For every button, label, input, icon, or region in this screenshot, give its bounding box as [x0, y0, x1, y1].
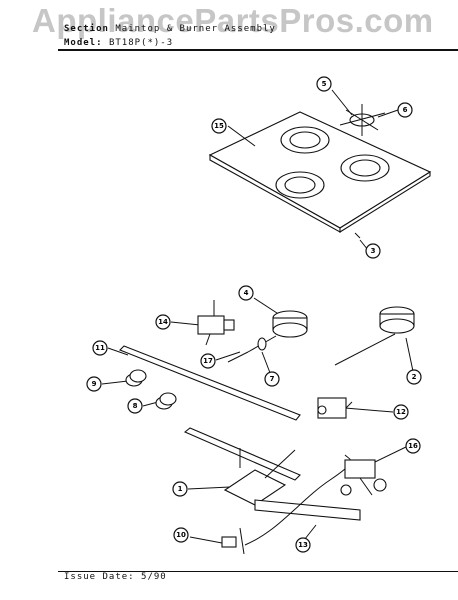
regulator-16: [340, 459, 387, 496]
header-rule: [58, 49, 458, 51]
clamp-10: [221, 527, 245, 555]
callout-15: 15: [211, 118, 227, 134]
model-line: Model: BT18P(*)-3: [64, 36, 276, 50]
svg-text:2: 2: [412, 373, 417, 381]
svg-text:1: 1: [178, 485, 183, 493]
svg-text:6: 6: [403, 106, 408, 114]
callout-14: 14: [155, 314, 171, 330]
page-header: Section Maintop & Burner Assembly Model:…: [64, 22, 276, 50]
maintop: [208, 111, 432, 233]
callout-10: 10: [173, 527, 189, 543]
callout-8: 8: [127, 398, 143, 414]
svg-text:10: 10: [176, 531, 186, 539]
callout-2: 2: [406, 369, 422, 385]
screw: [354, 232, 361, 239]
section-line: Section Maintop & Burner Assembly: [64, 22, 276, 36]
model-label: Model:: [64, 38, 103, 48]
callout-12: 12: [393, 404, 409, 420]
section-label: Section: [64, 24, 109, 34]
manifold-bar: [119, 345, 301, 421]
svg-text:7: 7: [270, 375, 275, 383]
svg-text:13: 13: [298, 541, 308, 549]
callout-1: 1: [172, 481, 188, 497]
callout-11: 11: [92, 340, 108, 356]
callout-9: 9: [86, 376, 102, 392]
svg-text:3: 3: [371, 247, 376, 255]
watermark: AppliancePartsPros.com: [32, 2, 434, 39]
callout-5: 5: [316, 76, 332, 92]
section-value: Maintop & Burner Assembly: [115, 24, 276, 34]
svg-text:8: 8: [133, 402, 138, 410]
callout-7: 7: [264, 371, 280, 387]
lower-bracket: [183, 427, 361, 521]
svg-text:9: 9: [92, 380, 97, 388]
valve-12: [317, 397, 353, 419]
callout-13: 13: [295, 537, 311, 553]
valve-14: [197, 300, 235, 346]
svg-text:5: 5: [322, 80, 327, 88]
svg-text:15: 15: [214, 122, 224, 130]
model-value: BT18P(*)-3: [108, 38, 174, 48]
burner-grate: [339, 104, 386, 136]
svg-text:17: 17: [203, 357, 213, 365]
callout-6: 6: [397, 102, 413, 118]
knob-8: [155, 392, 177, 410]
svg-text:16: 16: [408, 442, 418, 450]
callout-16: 16: [405, 438, 421, 454]
issue-date: Issue Date: 5/90: [64, 572, 167, 582]
svg-text:11: 11: [95, 344, 105, 352]
callout-3: 3: [365, 243, 381, 259]
svg-text:14: 14: [158, 318, 168, 326]
callout-4: 4: [238, 285, 254, 301]
burner-2: [334, 306, 415, 366]
svg-text:4: 4: [244, 289, 249, 297]
footer-rule: [58, 571, 458, 572]
burner-4: [227, 310, 308, 363]
knob-9: [125, 369, 147, 387]
svg-text:12: 12: [396, 408, 406, 416]
callout-17: 17: [200, 353, 216, 369]
